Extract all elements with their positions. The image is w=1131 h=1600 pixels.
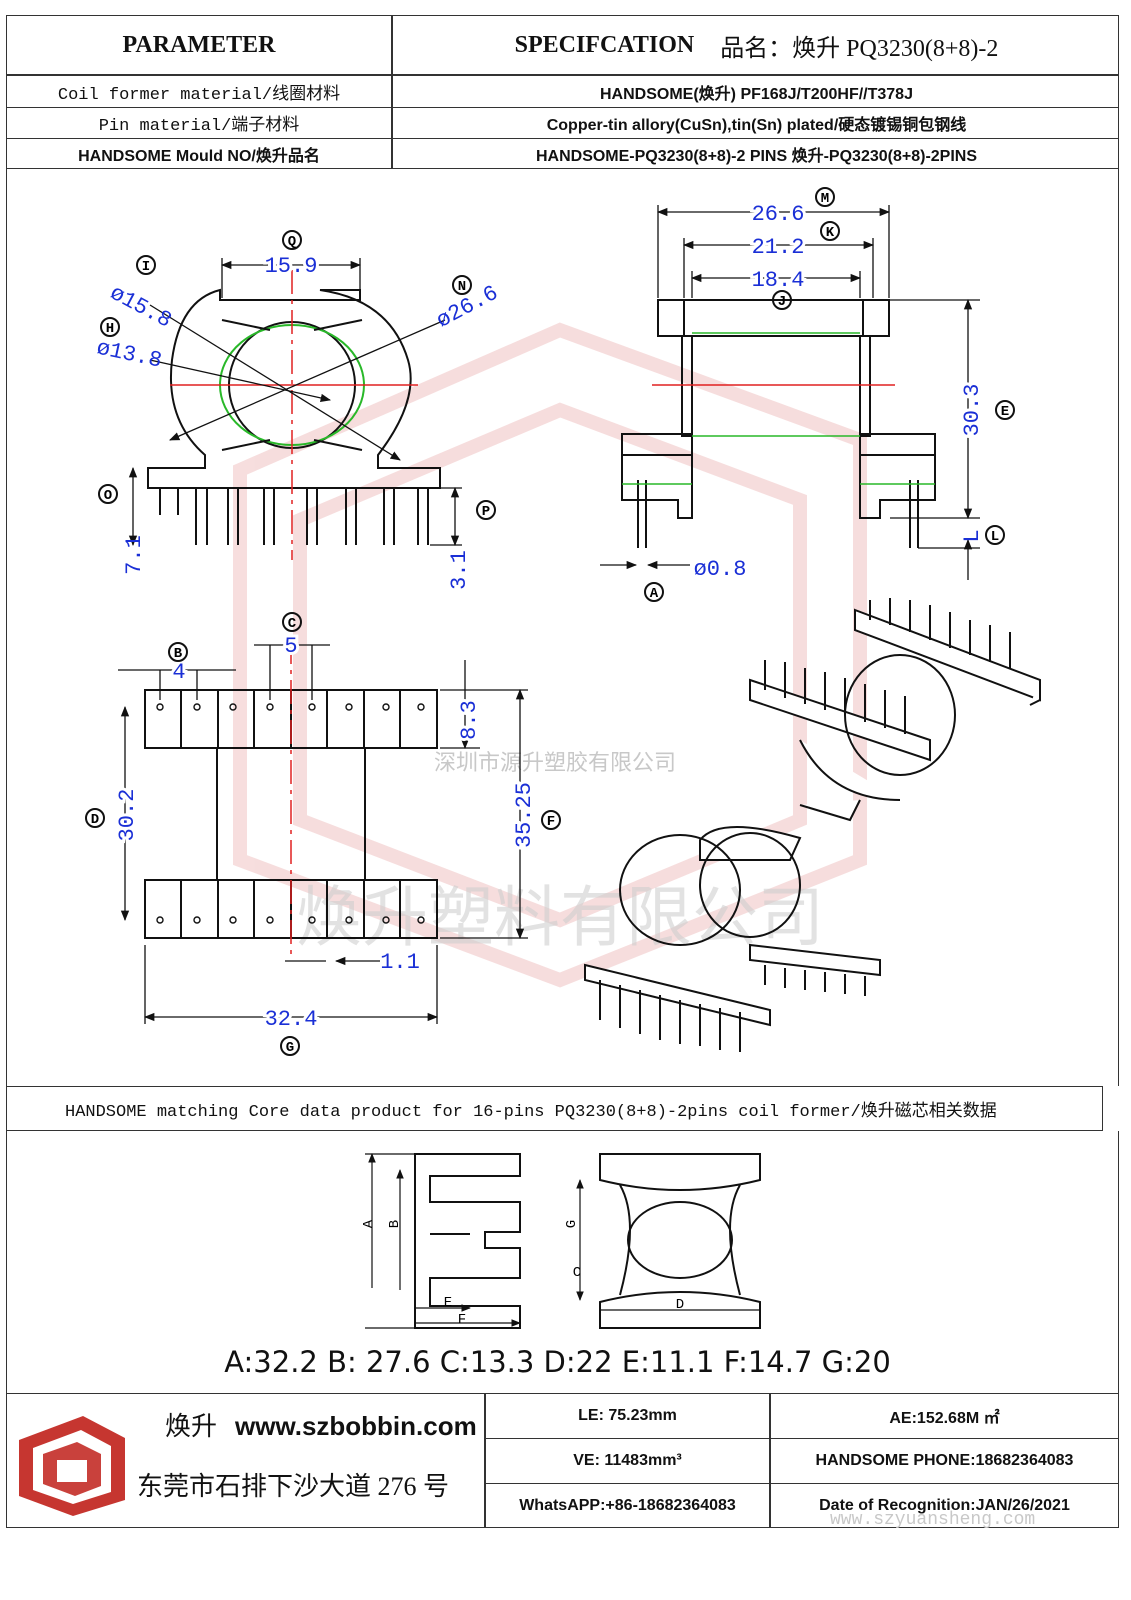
svg-text:A: A bbox=[650, 586, 659, 602]
core-label-f: F bbox=[458, 1312, 466, 1328]
core-label-b: B bbox=[387, 1220, 403, 1228]
svg-text:K: K bbox=[826, 225, 835, 241]
parameter-header: PARAMETER bbox=[122, 31, 276, 58]
dim-8-3: 8.3 bbox=[457, 700, 482, 740]
watermark-logo bbox=[233, 322, 867, 988]
spec-header: SPECIFCATION 品名：焕升 PQ3230(8+8)-2 bbox=[393, 16, 1120, 74]
dim-26-6: 26.6 bbox=[752, 202, 805, 227]
watermark-text: 深圳市源升塑胶有限公司 bbox=[434, 751, 676, 776]
spec-label: SPECIFCATION bbox=[514, 31, 695, 58]
side-view bbox=[621, 299, 936, 548]
core-label-c: C bbox=[573, 1265, 581, 1281]
svg-text:F: F bbox=[547, 814, 555, 830]
param-pin-material: Pin material/端子材料 bbox=[98, 117, 300, 136]
svg-text:Q: Q bbox=[288, 234, 296, 250]
core-diagram: A B E F G C D bbox=[361, 1153, 761, 1329]
param-coil-material: Coil former material/线圈材料 bbox=[57, 85, 341, 105]
footer-brand: 焕升 bbox=[165, 1412, 218, 1442]
svg-text:G: G bbox=[286, 1040, 294, 1056]
dim-18-4: 18.4 bbox=[752, 268, 805, 293]
dim-width-15-9: 15.9 bbox=[265, 254, 318, 279]
svg-text:O: O bbox=[104, 488, 112, 504]
dim-30-3: 30.3 bbox=[960, 384, 985, 437]
svg-text:L: L bbox=[991, 529, 999, 545]
front-view bbox=[147, 288, 441, 545]
svg-text:D: D bbox=[91, 812, 99, 828]
drawing-frame bbox=[6, 169, 1119, 1086]
footer-ve: VE: 11483mm³ bbox=[573, 1452, 682, 1469]
value-pin-material: Copper-tin allory(CuSn),tin(Sn) plated/硬… bbox=[546, 117, 967, 134]
dim-l: L bbox=[960, 529, 985, 542]
dim-d-13-8: ø13.8 bbox=[94, 336, 164, 374]
brand-logo bbox=[19, 1416, 125, 1516]
core-data-title: HANDSOME matching Core data product for … bbox=[65, 1102, 997, 1122]
dim-4: 4 bbox=[172, 660, 185, 685]
bobbin-3d-upper bbox=[749, 598, 1041, 822]
svg-text:I: I bbox=[142, 259, 150, 275]
footer-watermark-url: www.szyuansheng.com bbox=[830, 1510, 1036, 1530]
dim-1-1: 1.1 bbox=[380, 950, 420, 975]
footer-url[interactable]: www.szbobbin.com bbox=[235, 1411, 477, 1441]
dim-h-3-1: 3.1 bbox=[447, 550, 472, 590]
dim-d-15-8: ø15.8 bbox=[106, 281, 176, 334]
dim-pin-d: ø0.8 bbox=[694, 557, 747, 582]
bobbin-3d-lower bbox=[584, 826, 881, 1052]
core-dimensions: A:32.2 B: 27.6 C:13.3 D:22 E:11.1 F:14.7… bbox=[224, 1345, 891, 1379]
dim-32-4: 32.4 bbox=[265, 1007, 318, 1032]
footer-ae: AE:152.68M ㎡ bbox=[889, 1410, 1000, 1427]
svg-text:H: H bbox=[106, 321, 114, 337]
svg-text:J: J bbox=[778, 294, 786, 310]
dim-5: 5 bbox=[284, 634, 297, 659]
side-view-tags: M K J E L A bbox=[644, 187, 1015, 602]
dim-d-26-6: ø26.6 bbox=[432, 281, 502, 334]
svg-text:P: P bbox=[482, 504, 490, 520]
footer: 焕升 www.szbobbin.com 东莞市石排下沙大道 276 号 LE: 7… bbox=[6, 1393, 1119, 1528]
value-mould-no: HANDSOME-PQ3230(8+8)-2 PINS 焕升-PQ3230(8+… bbox=[535, 147, 978, 165]
watermark-big: 焕升塑料有限公司 bbox=[296, 879, 824, 956]
core-data-title-box: HANDSOME matching Core data product for … bbox=[6, 1086, 1103, 1131]
spec-table: PARAMETER SPECIFCATION 品名：焕升 PQ3230(8+8)… bbox=[6, 15, 1119, 169]
spec-product: 品名：焕升 PQ3230(8+8)-2 bbox=[720, 35, 999, 62]
footer-whatsapp: WhatsAPP:+86-18682364083 bbox=[519, 1496, 736, 1514]
footer-date: Date of Recognition:JAN/26/2021 bbox=[819, 1496, 1070, 1514]
dim-30-2: 30.2 bbox=[115, 789, 140, 842]
param-mould-no: HANDSOME Mould NO/焕升品名 bbox=[78, 147, 320, 165]
footer-address: 东莞市石排下沙大道 276 号 bbox=[137, 1472, 450, 1501]
technical-drawing: 深圳市源升塑胶有限公司 焕升塑料有限公司 15.9 ø15.8 ø13.8 ø2… bbox=[85, 187, 1041, 1056]
svg-text:C: C bbox=[288, 616, 297, 632]
footer-le: LE: 75.23mm bbox=[578, 1407, 677, 1424]
core-label-e: E bbox=[444, 1295, 452, 1311]
core-label-a: A bbox=[361, 1219, 377, 1228]
core-frame bbox=[6, 1131, 1119, 1393]
core-label-d: D bbox=[676, 1297, 684, 1313]
dim-35-25: 35.25 bbox=[512, 782, 537, 848]
footer-brand-line: 焕升 www.szbobbin.com bbox=[165, 1406, 477, 1443]
svg-text:B: B bbox=[174, 646, 183, 662]
bottom-view-tags: C B D F G bbox=[85, 612, 561, 1056]
svg-text:M: M bbox=[821, 191, 829, 207]
front-view-tags: I H Q N O P bbox=[98, 230, 496, 520]
svg-text:E: E bbox=[1001, 404, 1009, 420]
dim-21-2: 21.2 bbox=[752, 235, 805, 260]
dim-h-7-1: 7.1 bbox=[122, 535, 147, 575]
core-label-g: G bbox=[564, 1220, 580, 1228]
footer-phone: HANDSOME PHONE:18682364083 bbox=[815, 1452, 1074, 1469]
svg-text:N: N bbox=[458, 279, 466, 295]
value-coil-material: HANDSOME(焕升) PF168J/T200HF//T378J bbox=[600, 85, 913, 103]
